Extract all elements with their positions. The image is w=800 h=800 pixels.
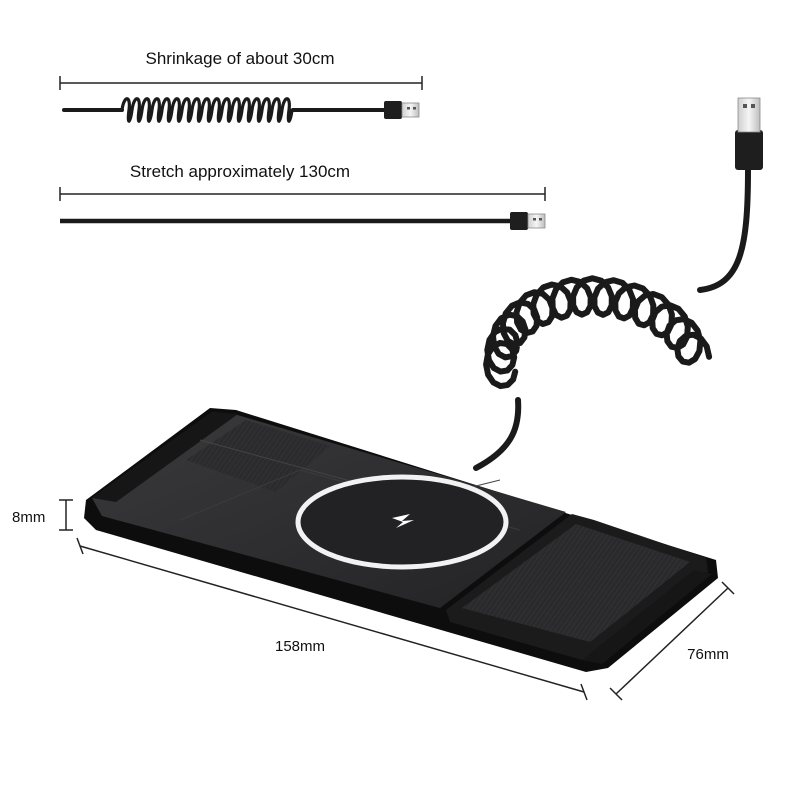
height-label: 8mm: [12, 509, 45, 526]
attached-coiled-cable: [473, 97, 763, 471]
width-label: 76mm: [687, 646, 729, 663]
shrink-dimension: Shrinkage of about 30cm: [59, 49, 423, 90]
stretch-label: Stretch approximately 130cm: [130, 162, 350, 181]
straight-cable-long: [60, 212, 546, 230]
charging-coil-ring: [295, 474, 509, 570]
stretch-dimension: Stretch approximately 130cm: [59, 162, 546, 201]
usb-a-plug-icon: [384, 101, 420, 119]
charging-pad: [84, 408, 718, 672]
width-dimension: 76mm: [609, 581, 735, 701]
usb-a-plug-icon: [735, 97, 763, 170]
usb-a-plug-icon: [510, 212, 546, 230]
length-label: 158mm: [275, 638, 325, 655]
height-dimension: 8mm: [12, 499, 73, 531]
shrink-label: Shrinkage of about 30cm: [145, 49, 334, 68]
length-dimension: 158mm: [76, 537, 588, 701]
coiled-cable-short: [62, 97, 420, 123]
lightning-bolt-icon: [392, 514, 414, 528]
